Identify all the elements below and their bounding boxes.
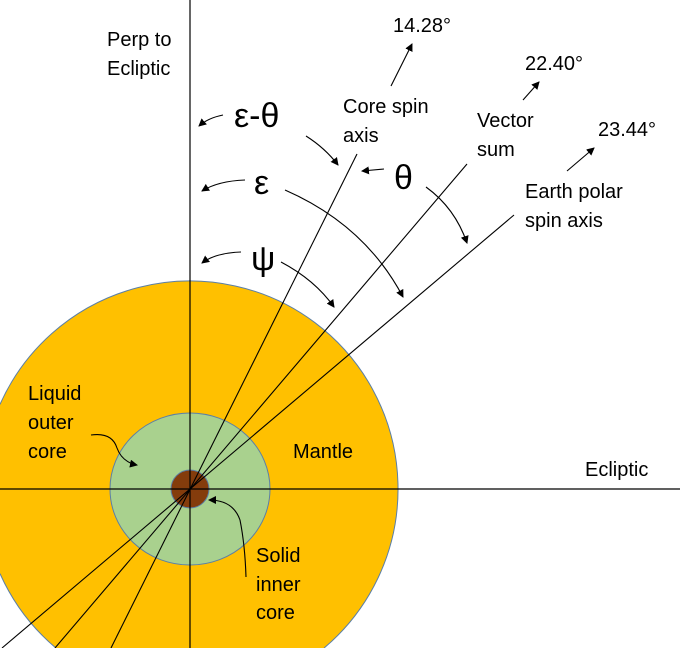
theta-symbol: θ bbox=[394, 159, 413, 197]
angle-23-arrow bbox=[566, 147, 595, 172]
eps-theta-curve-arrow bbox=[305, 135, 339, 166]
outer-core-label-line2: outer bbox=[28, 412, 74, 434]
inner-core-label-line2: inner bbox=[256, 574, 301, 596]
earth-polar-spin-axis-line bbox=[1, 214, 515, 648]
inner-core-pointer-arrow bbox=[208, 496, 247, 578]
ecliptic-label: Ecliptic bbox=[585, 459, 648, 481]
theta-curve-arrow bbox=[425, 186, 469, 244]
earth-polar-angle: 23.44° bbox=[598, 119, 656, 141]
psi-symbol: ψ bbox=[251, 240, 275, 278]
eps-theta-left-arrow bbox=[198, 114, 224, 127]
outer-core-label-line1: Liquid bbox=[28, 383, 81, 405]
core-spin-label-line1: Core spin bbox=[343, 96, 429, 118]
epsilon-symbol: ε bbox=[254, 164, 269, 202]
earth-polar-label-line1: Earth polar bbox=[525, 181, 623, 203]
outer-core-label-line3: core bbox=[28, 441, 67, 463]
mantle-label: Mantle bbox=[293, 441, 353, 463]
psi-curve-arrow bbox=[280, 261, 335, 308]
eps-minus-theta-symbol: ε-θ bbox=[234, 97, 279, 135]
perp-label-line2: Ecliptic bbox=[107, 58, 170, 80]
angle-22-arrow bbox=[522, 81, 540, 101]
inner-core-label-line3: core bbox=[256, 602, 295, 624]
vector-sum-label-line2: sum bbox=[477, 139, 515, 161]
inner-core-label-line1: Solid bbox=[256, 545, 300, 567]
core-spin-angle: 14.28° bbox=[393, 15, 451, 37]
epsilon-left-arrow bbox=[201, 179, 246, 192]
vector-sum-label-line1: Vector bbox=[477, 110, 534, 132]
psi-left-arrow bbox=[201, 251, 242, 264]
angle-14-arrow bbox=[390, 43, 413, 87]
outer-core-pointer-arrow bbox=[90, 433, 138, 468]
epsilon-curve-arrow bbox=[284, 189, 404, 298]
perp-label-line1: Perp to bbox=[107, 29, 171, 51]
vector-sum-line bbox=[54, 163, 468, 648]
theta-left-arrow bbox=[361, 166, 385, 175]
core-spin-axis-line bbox=[110, 153, 358, 648]
vector-sum-angle: 22.40° bbox=[525, 53, 583, 75]
core-spin-label-line2: axis bbox=[343, 125, 379, 147]
earth-polar-label-line2: spin axis bbox=[525, 210, 603, 232]
